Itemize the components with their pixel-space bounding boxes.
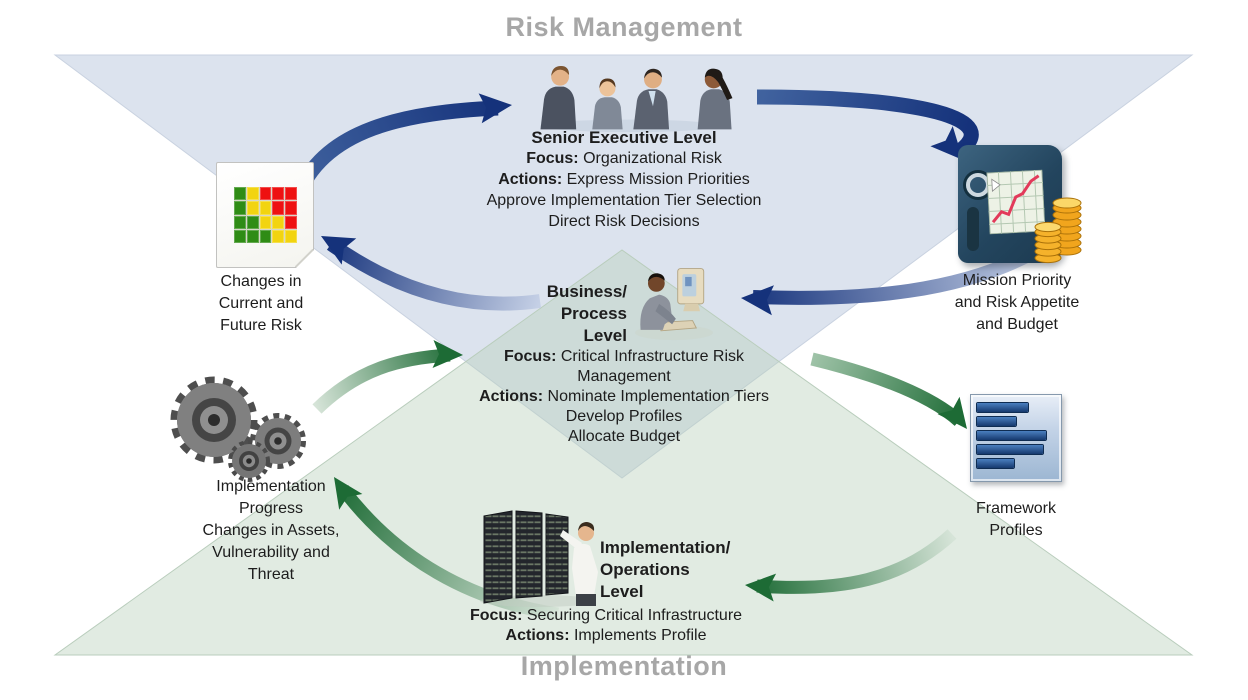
heatmap-cell bbox=[272, 187, 284, 200]
green-arrow-progress-to-business bbox=[312, 348, 451, 414]
changes-line-2: Current and bbox=[218, 295, 304, 312]
heatmap-cell bbox=[234, 216, 246, 229]
progress-line-5: Threat bbox=[247, 566, 295, 583]
focus-label: Focus: bbox=[526, 150, 579, 167]
senior-action-line-3: Direct Risk Decisions bbox=[548, 213, 700, 230]
operations-title-line-1: Implementation/ bbox=[600, 538, 731, 557]
business-action-line-3: Allocate Budget bbox=[567, 428, 681, 445]
business-actions-line: Actions: Nominate Implementation Tiers bbox=[384, 387, 864, 407]
business-action-line-2: Develop Profiles bbox=[565, 408, 683, 425]
server-racks-icon bbox=[480, 510, 598, 607]
progress-line-1: Implementation bbox=[216, 478, 326, 495]
heatmap-cell bbox=[272, 216, 284, 229]
operations-title-line-3: Level bbox=[600, 582, 644, 601]
blue-arrow-executive-to-mission bbox=[756, 89, 979, 160]
actions-label: Actions: bbox=[479, 388, 544, 405]
coin-stacks-icon bbox=[1034, 197, 1082, 264]
green-arrow-profiles-to-operations bbox=[756, 529, 957, 594]
risk-management-triangle bbox=[53, 54, 1194, 479]
business-focus-line: Focus: Critical Infrastructure Risk bbox=[384, 347, 864, 367]
implementation-progress-label: Implementation Progress Changes in Asset… bbox=[158, 476, 384, 586]
profile-bar bbox=[977, 445, 1043, 454]
executives-meeting-icon bbox=[540, 66, 733, 133]
focus-text: Organizational Risk bbox=[578, 150, 722, 167]
profile-bar bbox=[977, 417, 1016, 426]
actions-text: Express Mission Priorities bbox=[562, 171, 750, 188]
focus-label: Focus: bbox=[503, 348, 557, 365]
business-title-line-1: Business/ bbox=[546, 282, 627, 301]
risk-management-title: Risk Management bbox=[505, 12, 743, 42]
progress-line-3: Changes in Assets, bbox=[202, 522, 340, 539]
actions-label: Actions: bbox=[498, 171, 563, 188]
heatmap-cell bbox=[285, 187, 297, 200]
heatmap-cell bbox=[247, 201, 259, 214]
heatmap-cell bbox=[260, 187, 272, 200]
senior-actions-line: Actions: Express Mission Priorities bbox=[364, 169, 884, 190]
operations-title: Implementation/ Operations Level bbox=[600, 537, 780, 603]
profile-bar bbox=[977, 403, 1029, 412]
profiles-line-1: Framework bbox=[975, 500, 1056, 517]
changes-in-risk-label: Changes in Current and Future Risk bbox=[181, 271, 341, 337]
progress-line-2: Progress bbox=[238, 500, 304, 517]
business-process-block: Focus: Critical Infrastructure Risk Mana… bbox=[384, 347, 864, 447]
business-title-line-3: Level bbox=[583, 326, 627, 345]
focus-text: Critical Infrastructure Risk bbox=[556, 348, 745, 365]
operations-block: Focus: Securing Critical Infrastructure … bbox=[386, 606, 826, 646]
business-focus-line-2: Management bbox=[577, 368, 671, 385]
mission-line-1: Mission Priority bbox=[962, 272, 1072, 289]
senior-executive-block: Senior Executive Level Focus: Organizati… bbox=[364, 127, 884, 232]
blue-arrow-business-to-changes bbox=[326, 238, 541, 311]
heatmap-cell bbox=[247, 230, 259, 243]
green-arrowheads bbox=[334, 339, 967, 602]
heatmap-grid bbox=[234, 187, 297, 243]
person-at-computer-icon bbox=[635, 268, 713, 341]
heatmap-cell bbox=[272, 201, 284, 214]
changes-line-1: Changes in bbox=[220, 273, 302, 290]
focus-text: Securing Critical Infrastructure bbox=[522, 607, 743, 624]
focus-label: Focus: bbox=[469, 607, 523, 624]
profile-bar bbox=[977, 459, 1015, 468]
business-process-title: Business/ Process Level bbox=[495, 281, 627, 347]
heatmap-cell bbox=[285, 216, 297, 229]
trend-chart-icon bbox=[986, 169, 1046, 235]
actions-label: Actions: bbox=[505, 627, 570, 644]
business-title-line-2: Process bbox=[560, 304, 627, 323]
senior-action-line-2: Approve Implementation Tier Selection bbox=[486, 192, 762, 209]
heatmap-cell bbox=[260, 216, 272, 229]
implementation-title: Implementation bbox=[520, 651, 728, 681]
heatmap-cell bbox=[260, 201, 272, 214]
profiles-line-2: Profiles bbox=[989, 522, 1043, 539]
heatmap-cell bbox=[234, 187, 246, 200]
heatmap-cell bbox=[234, 201, 246, 214]
progress-line-4: Vulnerability and bbox=[212, 544, 330, 561]
heatmap-cell bbox=[247, 187, 259, 200]
profile-bar bbox=[977, 431, 1046, 440]
binder-spine-slot bbox=[967, 207, 979, 251]
framework-profiles-icon bbox=[970, 394, 1062, 482]
heatmap-cell bbox=[285, 201, 297, 214]
heatmap-cell bbox=[272, 230, 284, 243]
gears-icon bbox=[170, 376, 306, 482]
actions-text: Implements Profile bbox=[569, 627, 707, 644]
mission-line-3: and Budget bbox=[976, 316, 1058, 333]
operations-focus-line: Focus: Securing Critical Infrastructure bbox=[386, 606, 826, 626]
operations-title-line-2: Operations bbox=[600, 560, 690, 579]
mission-line-2: and Risk Appetite bbox=[954, 294, 1080, 311]
changes-line-3: Future Risk bbox=[220, 317, 302, 334]
heatmap-cell bbox=[247, 216, 259, 229]
operations-actions-line: Actions: Implements Profile bbox=[386, 626, 826, 646]
blue-arrowheads bbox=[321, 93, 963, 316]
senior-executive-title: Senior Executive Level bbox=[531, 128, 717, 147]
risk-heatmap-icon bbox=[216, 162, 314, 268]
framework-profiles-label: Framework Profiles bbox=[941, 498, 1091, 542]
implementation-triangle bbox=[53, 249, 1194, 656]
heatmap-cell bbox=[285, 230, 297, 243]
green-arrow-operations-to-progress bbox=[337, 485, 559, 621]
mission-priority-label: Mission Priority and Risk Appetite and B… bbox=[917, 270, 1117, 336]
actions-text: Nominate Implementation Tiers bbox=[543, 388, 769, 405]
senior-focus-line: Focus: Organizational Risk bbox=[364, 148, 884, 169]
heatmap-cell bbox=[260, 230, 272, 243]
heatmap-cell bbox=[234, 230, 246, 243]
